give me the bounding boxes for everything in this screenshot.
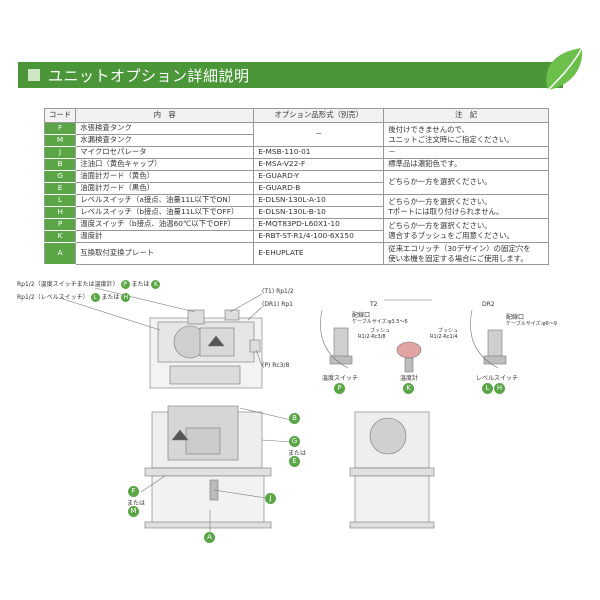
header-note: 注 記: [383, 108, 549, 123]
table-row: B 注油口（黄色キャップ） E-MSA-V22-F 標準品は濃鉛色です。: [43, 158, 549, 171]
header-model: オプション品形式（別売）: [253, 108, 385, 123]
dr1-port-label: (DR1) Rp1: [262, 301, 293, 308]
code-cell: A: [43, 242, 77, 265]
code-cell: F: [43, 122, 77, 135]
note-cell: 後付けできませんので、ユニットご注文時にご指定ください。: [383, 122, 549, 147]
note-cell: どちらか一方を選択ください。: [383, 170, 549, 195]
code-cell: K: [43, 230, 77, 243]
section-title: ユニットオプション詳細説明: [48, 67, 250, 85]
bushing-label-1: ブッシュ: [370, 328, 391, 334]
header-content: 内 容: [75, 108, 255, 123]
note-cell: どちらか一方を選択ください。Tポートには取り付けられません。: [383, 194, 549, 219]
content-cell: 互換取付変換プレート: [75, 242, 255, 265]
code-marker-P: P: [334, 383, 345, 394]
code-cell: H: [43, 206, 77, 219]
cable-size-label-2: ケーブルサイズ:φ6～9: [506, 321, 557, 327]
code-marker-A: A: [204, 532, 215, 543]
thermometer-label: 温度計: [400, 375, 419, 382]
code-marker-M: M: [128, 506, 139, 517]
code-cell: E: [43, 182, 77, 195]
bushing-size-1: R1/2-Rc3/8: [358, 334, 386, 340]
header-square-icon: [28, 69, 40, 81]
table-row: A 互換取付変換プレート E-EHUPLATE 従来エコリッチ（30デザイン）の…: [43, 242, 549, 265]
detail-dr2-tag: DR2: [482, 301, 495, 308]
level-switch-label: レベルスイッチ: [476, 375, 519, 382]
model-cell: －: [253, 122, 385, 147]
table-row: K 温度計 E-RBT-ST-R1/4-100-6X150: [43, 230, 549, 243]
p-port-label: (P) Rc3/8: [262, 362, 290, 369]
note-cell: 従来エコリッチ（30デザイン）の固定穴を使い本機を固定する場合にご使用します。: [383, 242, 549, 265]
dr2-callout: Rp1/2（レベルスイッチ） L または H: [17, 292, 131, 302]
bushing-label-2: ブッシュ: [438, 328, 459, 334]
bushing-size-2: R1/2-Rc1/4: [430, 334, 458, 340]
section-header-bar: ユニットオプション詳細説明: [18, 62, 563, 88]
code-marker-J: J: [265, 493, 276, 504]
code-marker-G: G: [289, 436, 300, 447]
model-cell: E-EHUPLATE: [253, 242, 385, 265]
table-row: F 水張検査タンク － 後付けできませんので、ユニットご注文時にご指定ください。: [43, 122, 549, 147]
detail-t2-tag: T2: [370, 301, 378, 308]
table-row: E 油面計ガード（黒色） E-GUARD-B: [43, 182, 549, 195]
table-row: L レベルスイッチ（a接点、油量11L以下でON） E-DLSN-130L-A-…: [43, 194, 549, 219]
code-marker-L: L: [482, 383, 493, 394]
code-cell: M: [43, 134, 77, 147]
t2-callout: Rp1/2（温度スイッチまたは温度計） P または K: [17, 279, 161, 289]
t1-port-label: (T1) Rp1/2: [262, 288, 294, 295]
code-marker-B: B: [289, 413, 300, 424]
or-label-G-E: または: [288, 450, 307, 457]
note-cell: どちらか一方を選択ください。適合するブッシュをご用意ください。: [383, 218, 549, 243]
code-marker-P: P: [120, 280, 130, 289]
code-marker-F: F: [128, 486, 139, 497]
code-marker-K: K: [151, 280, 161, 289]
cable-size-label-1: ケーブルサイズ:φ3.5～6: [352, 319, 408, 325]
code-marker-K: K: [403, 383, 414, 394]
wiring-port-label-1: 配線口: [352, 312, 371, 319]
code-marker-H: H: [121, 293, 131, 302]
table-header-row: コード 内 容 オプション品形式（別売） 注 記: [43, 108, 549, 123]
code-marker-L: L: [90, 293, 100, 302]
leaf-logo-icon: [546, 47, 583, 91]
temp-switch-label: 温度スイッチ: [322, 375, 359, 382]
code-marker-H: H: [494, 383, 505, 394]
header-code: コード: [43, 108, 77, 123]
code-marker-E: E: [289, 456, 300, 467]
table-row: G 油面計ガード（黄色） E-GUARD-Y どちらか一方を選択ください。: [43, 170, 549, 195]
option-spec-table: コード 内 容 オプション品形式（別売） 注 記 F 水張検査タンク － 後付け…: [43, 108, 549, 265]
code-cell: J: [43, 146, 77, 159]
or-label-F-M: または: [127, 500, 146, 507]
wiring-port-label-2: 配線口: [506, 314, 525, 321]
code-cell: G: [43, 170, 77, 183]
